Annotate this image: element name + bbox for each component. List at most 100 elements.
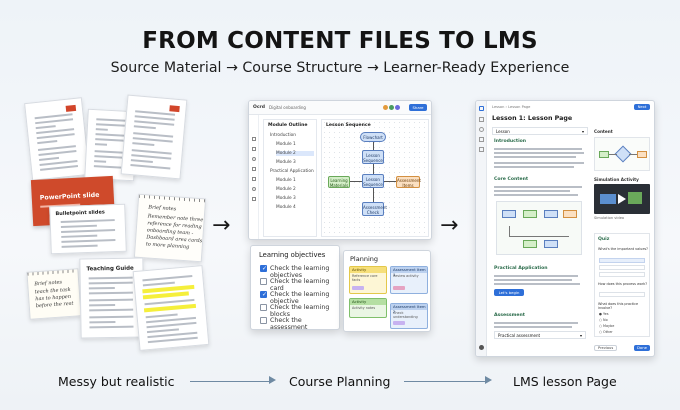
objective-label: Check the assessment [270, 317, 308, 330]
outline-item[interactable]: Module 2 [276, 187, 296, 192]
arrow-right-icon: → [440, 213, 459, 238]
page-title: FROM CONTENT FILES TO LMS [142, 28, 538, 54]
planning-board: Planning Activity Reference core facts A… [343, 250, 431, 332]
objective-checkbox[interactable] [260, 278, 267, 285]
avatar[interactable] [479, 345, 484, 350]
flow-node-materials[interactable]: Learning Materials [328, 176, 350, 188]
flow-node-lesson[interactable]: Lesson Sequence [362, 150, 384, 164]
lesson-title: Lesson 1: Lesson Page [492, 115, 573, 122]
document-page [24, 97, 90, 181]
tool-rail [249, 115, 259, 239]
process-diagram [496, 201, 582, 255]
planning-card[interactable]: Assessment Item 1 Review activity [390, 266, 428, 294]
ppt-badge-icon [65, 104, 77, 112]
avatar [383, 105, 388, 110]
quiz-option[interactable] [599, 258, 645, 263]
flow-node-lesson[interactable]: Lesson Sequence [362, 174, 384, 188]
notebook-jot: Brief notes teach the task has to happen… [26, 268, 82, 320]
planning-card[interactable]: Activity Activity notes [349, 298, 387, 318]
quiz-option[interactable] [599, 292, 645, 297]
tool-icon[interactable] [252, 197, 256, 201]
tool-icon[interactable] [252, 177, 256, 181]
course-planning-window: Ocrd Digital onboarding Share Module Out… [248, 100, 432, 240]
quiz-title: Quiz [598, 237, 610, 242]
assessment-dropdown[interactable]: Practical assessment ▾ [494, 331, 586, 339]
outline-item[interactable]: Practical Application [270, 169, 314, 174]
document-page [120, 94, 188, 180]
radio-option[interactable]: ● Yes [599, 312, 609, 316]
nav-icon[interactable] [479, 106, 484, 111]
app-toolbar: Ocrd Digital onboarding Share [249, 101, 431, 115]
nav-icon[interactable] [479, 117, 484, 122]
objective-checkbox[interactable] [260, 304, 267, 311]
planning-card[interactable]: Assessment Item 2 Check understanding [390, 303, 428, 329]
flow-node-assessment[interactable]: Assessment Items [396, 176, 421, 188]
done-button[interactable]: Done [634, 345, 650, 351]
share-button[interactable]: Share [409, 104, 427, 111]
powerpoint-slide-title: PowerPoint slide [39, 191, 100, 202]
begin-activity-button[interactable]: Let's begin activity [494, 289, 524, 302]
flow-label-source: Messy but realistic [58, 374, 175, 389]
lesson-sequence-canvas: Lesson Sequence Flowchart Lesson Sequenc… [321, 119, 429, 237]
planning-card[interactable]: Activity Reference core facts [349, 266, 387, 294]
objective-label: Check the learning objective [270, 291, 330, 305]
flow-node-start[interactable]: Flowchart [360, 132, 386, 142]
text-highlight [143, 303, 197, 313]
previous-button[interactable]: Previous [594, 345, 618, 351]
simulation-video[interactable] [594, 184, 650, 214]
module-outline-panel: Module Outline Introduction Module 1 Mod… [263, 119, 317, 237]
objective-checkbox[interactable] [260, 265, 267, 272]
lesson-dropdown[interactable]: Lesson ▾ [492, 127, 588, 135]
bulletpoint-slide: Bulletpoint slides [49, 203, 127, 255]
tool-icon[interactable] [252, 157, 256, 161]
arrow-right-icon [269, 376, 276, 384]
nav-icon[interactable] [479, 127, 484, 132]
flow-label-lms: LMS lesson Page [513, 374, 617, 389]
arrow-right-icon [485, 376, 492, 384]
play-icon[interactable] [618, 194, 626, 204]
outline-item[interactable]: Module 3 [276, 160, 296, 165]
simulation-title: Simulation Activity [594, 177, 639, 182]
nav-icon[interactable] [479, 147, 484, 152]
flow-node-end[interactable]: Assessment Check [362, 202, 387, 216]
teaching-guide-title: Teaching Guide [86, 265, 134, 273]
tool-icon[interactable] [252, 167, 256, 171]
radio-option[interactable]: ○ Maybe [599, 324, 615, 328]
quiz-panel: Quiz What's the important values? How do… [594, 233, 650, 337]
quiz-option[interactable] [599, 265, 645, 270]
app-name: Ocrd [253, 105, 265, 110]
outline-item[interactable]: Module 4 [276, 205, 296, 210]
outline-item[interactable]: Module 3 [276, 196, 296, 201]
lms-lesson-window: Lesson › Lesson Page Next Lesson 1: Less… [475, 100, 655, 357]
arrow-right-icon: → [212, 213, 231, 238]
breadcrumb[interactable]: Lesson › Lesson Page [492, 105, 531, 109]
flow-connector [190, 381, 270, 383]
learning-objectives-card: Learning objectives Check the learning o… [250, 245, 340, 330]
next-button[interactable]: Next [634, 104, 650, 110]
flow-connector [404, 381, 486, 383]
objective-checkbox[interactable] [260, 317, 267, 324]
handwritten-notes: Brief notes Remember note three referenc… [133, 193, 207, 263]
bulletpoint-slide-title: Bulletpoint slides [55, 209, 105, 218]
flow-label-planning: Course Planning [289, 374, 391, 389]
nav-icon[interactable] [479, 137, 484, 142]
tool-icon[interactable] [252, 137, 256, 141]
objective-label: Check the learning blocks [270, 304, 330, 318]
outline-item[interactable]: Module 1 [276, 178, 296, 183]
tool-icon[interactable] [252, 147, 256, 151]
section-heading: Practical Application [494, 266, 548, 271]
avatar [389, 105, 394, 110]
avatar [395, 105, 400, 110]
content-label: Content [594, 129, 613, 134]
outline-item[interactable]: Introduction [270, 133, 297, 138]
objective-checkbox[interactable] [260, 291, 267, 298]
objective-label: Check the learning card [270, 278, 330, 292]
quiz-option[interactable] [599, 272, 645, 277]
outline-item[interactable]: Module 2 [276, 151, 314, 156]
outline-item[interactable]: Module 1 [276, 142, 296, 147]
sequence-title: Lesson Sequence [326, 123, 371, 128]
planning-title: Planning [350, 255, 378, 263]
tool-icon[interactable] [252, 187, 256, 191]
radio-option[interactable]: ○ No [599, 318, 608, 322]
radio-option[interactable]: ○ Other [599, 330, 613, 334]
